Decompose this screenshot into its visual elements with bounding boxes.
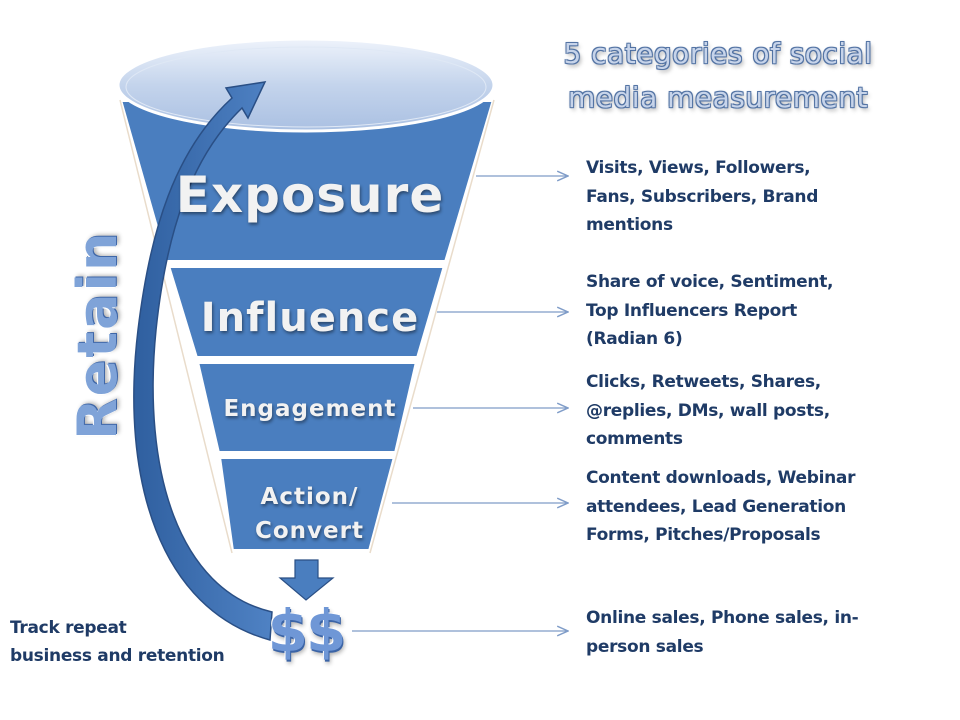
stage-label-influence: Influence [200, 295, 420, 341]
curved-return-arrow-icon [133, 81, 273, 641]
stage-label-action-convert: Action/ Convert [222, 480, 397, 548]
description-line: person sales [586, 636, 704, 657]
description-line: Clicks, Retweets, Shares, [586, 372, 821, 392]
retention-note-line-2: business and retention [10, 646, 225, 666]
description-engagement: Clicks, Retweets, Shares, @replies, DMs,… [586, 368, 906, 454]
funnel-stage-engagement-shape [194, 360, 420, 455]
description-line: Visits, Views, Followers, [586, 158, 811, 178]
description-line: Forms, Pitches/Proposals [586, 525, 821, 545]
title-line-2: media measurement [568, 81, 868, 114]
connector-arrows [352, 176, 568, 631]
down-arrow-icon [278, 559, 335, 601]
description-line: Share of voice, Sentiment, [586, 272, 834, 292]
description-line: Content downloads, Webinar [586, 468, 856, 488]
title-line-1: 5 categories of social [563, 37, 873, 70]
description-line: Online sales, Phone sales, in- [586, 608, 859, 628]
stage-label-engagement: Engagement [223, 396, 397, 422]
description-line: @replies, DMs, wall posts, [586, 400, 830, 421]
description-action-convert: Content downloads, Webinar attendees, Le… [586, 464, 906, 550]
retain-label: Retain [66, 230, 129, 440]
description-influence: Share of voice, Sentiment, Top Influence… [586, 268, 906, 354]
description-line: attendees, Lead Generation [586, 496, 846, 517]
stage-label-convert: Convert [255, 518, 364, 544]
description-line: Top Influencers Report [586, 300, 797, 321]
stage-label-action: Action/ [260, 484, 359, 510]
description-exposure: Visits, Views, Followers, Fans, Subscrib… [586, 154, 906, 240]
description-line: (Radian 6) [586, 329, 683, 349]
funnel-stage-influence-shape [165, 264, 448, 360]
retention-note-line-1: Track repeat [10, 618, 127, 638]
description-line: Fans, Subscribers, Brand [586, 186, 819, 207]
retention-note: Track repeat business and retention [10, 614, 225, 670]
funnel-rim [116, 37, 496, 133]
dollar-sign-icon: $$ [267, 597, 347, 665]
description-line: mentions [586, 215, 673, 235]
stage-label-exposure: Exposure [175, 166, 445, 224]
description-sales: Online sales, Phone sales, in- person sa… [586, 604, 906, 661]
diagram-title: 5 categories of social media measurement [548, 32, 888, 120]
description-line: comments [586, 429, 683, 449]
